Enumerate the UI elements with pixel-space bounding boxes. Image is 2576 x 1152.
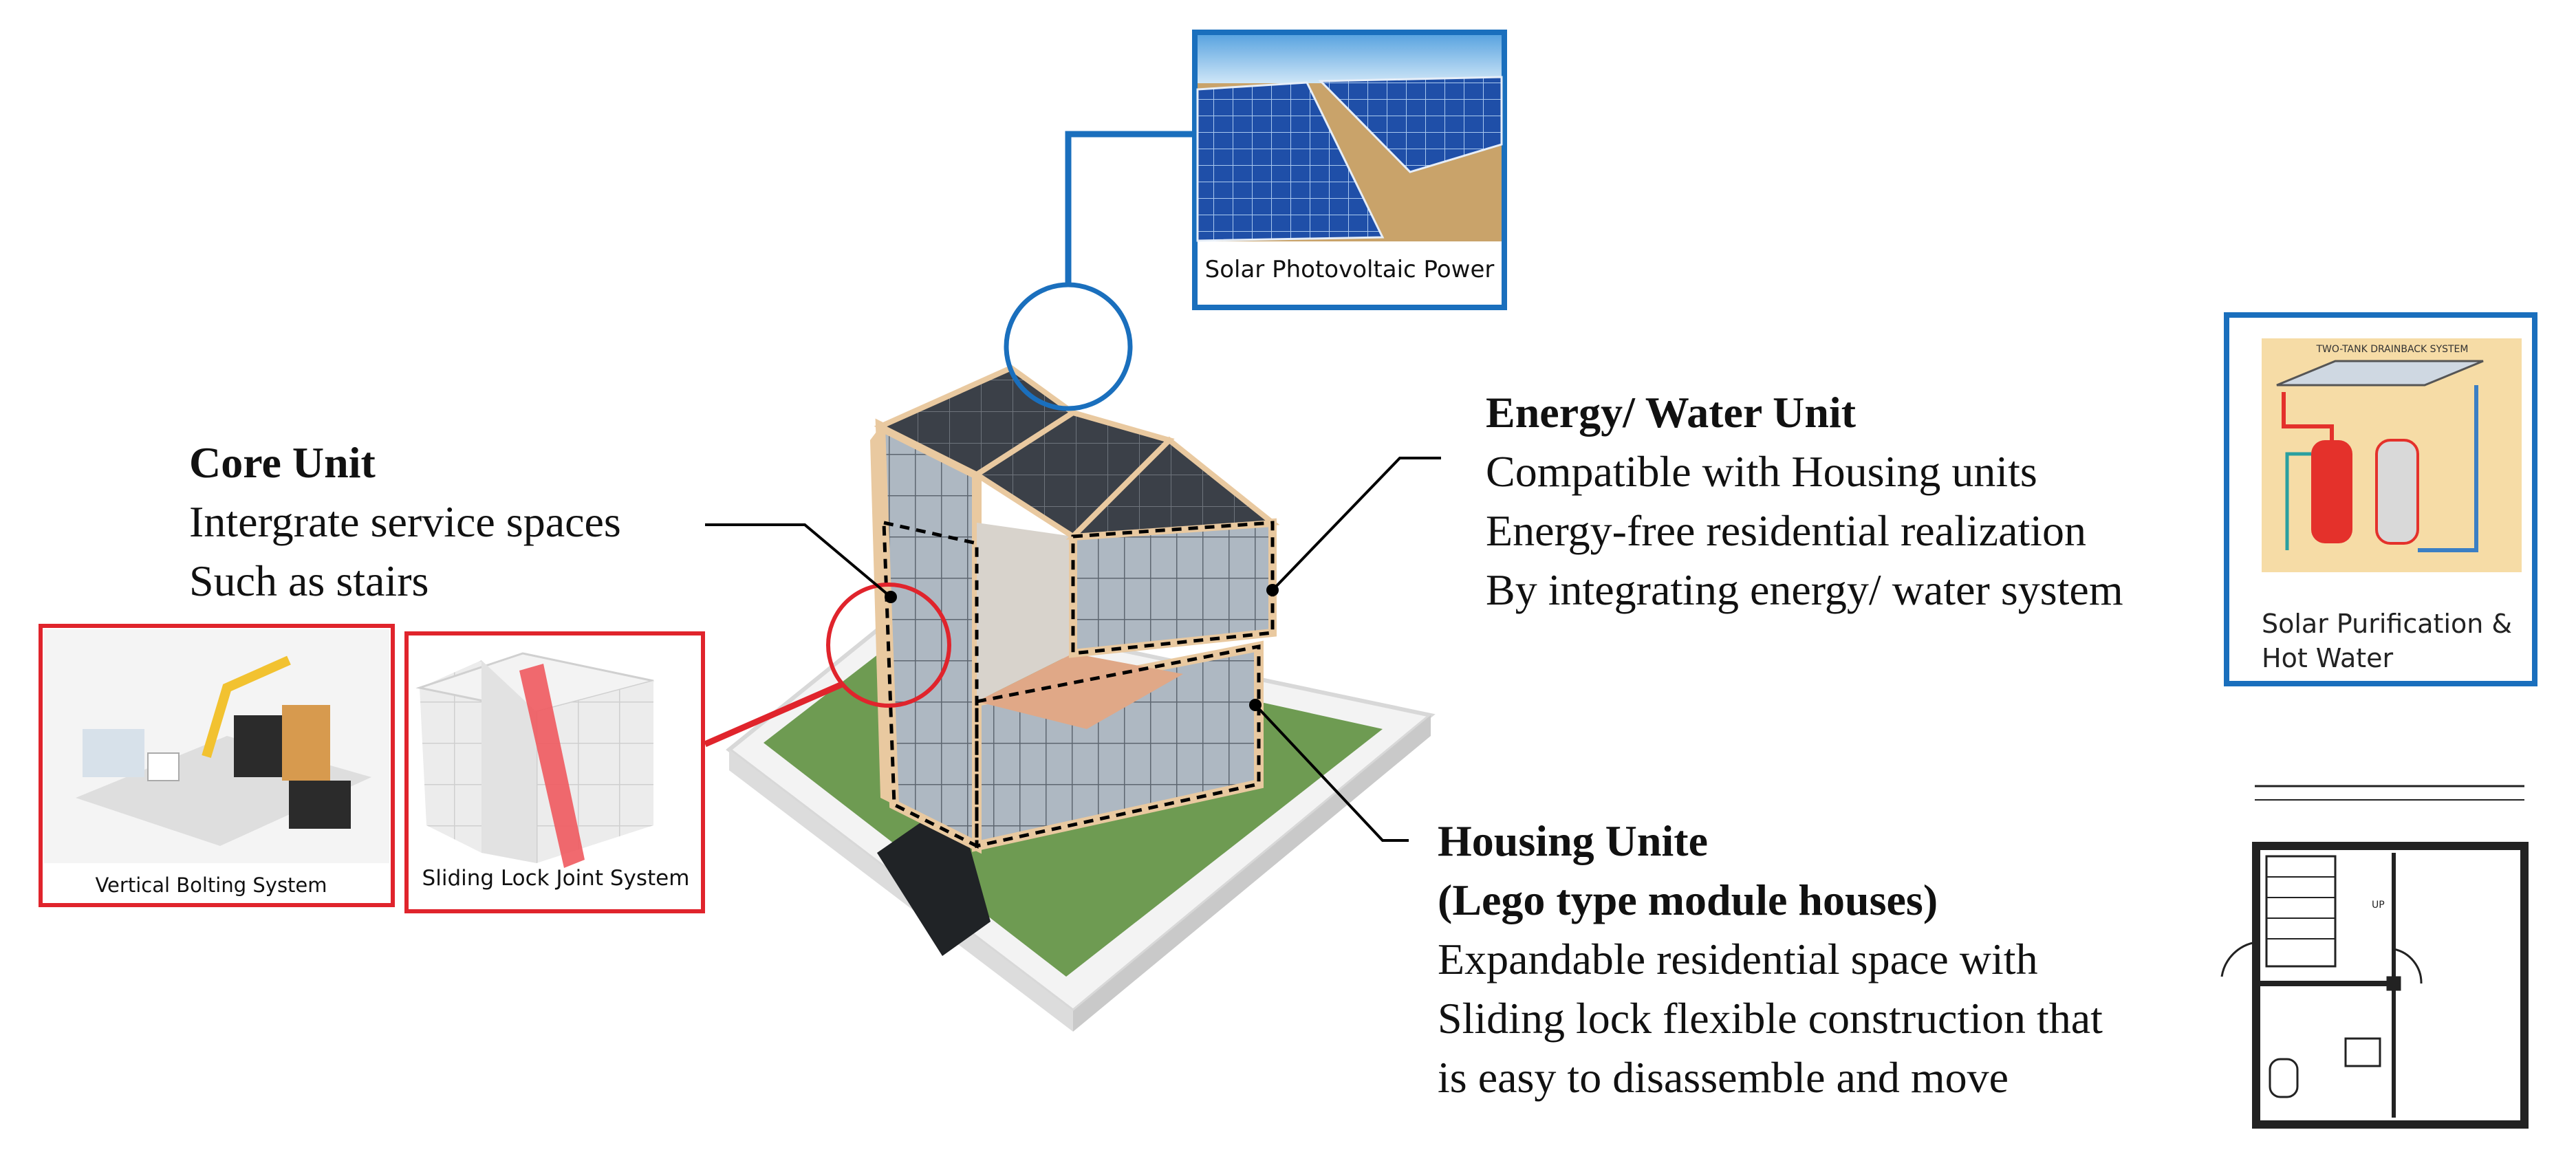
- housing-unit-subtitle: (Lego type module houses): [1438, 876, 1938, 924]
- core-unit-front: [875, 418, 982, 854]
- collector-panel: [2276, 360, 2484, 387]
- truck-box: [83, 729, 144, 777]
- vertical-bolting-caption: Vertical Bolting System: [95, 873, 327, 897]
- roof-callout-circle: [1004, 282, 1133, 411]
- cube-stack-front: [420, 660, 481, 853]
- housing-unit-line-3: is easy to disassemble and move: [1438, 1053, 2009, 1102]
- callouts: [704, 131, 1441, 842]
- module-black-1: [234, 715, 282, 777]
- housing-unit-line-2: Sliding lock flexible construction that: [1438, 994, 2103, 1043]
- truck-cab: [147, 752, 180, 781]
- drainback-title: TWO-TANK DRAINBACK SYSTEM: [2316, 344, 2469, 355]
- energy-unit-line-3: By integrating energy/ water system: [1486, 565, 2123, 614]
- core-unit-title: Core Unit: [189, 438, 376, 487]
- housing-unit-title: Housing Unite: [1438, 816, 1708, 865]
- core-unit-leader: [705, 523, 892, 598]
- tank-left: [2311, 440, 2352, 543]
- plan-door-arc: [2220, 941, 2257, 977]
- core-unit-side: [870, 426, 894, 805]
- plan-basin: [2344, 1037, 2381, 1067]
- energy-unit-title: Energy/ Water Unit: [1486, 388, 1857, 437]
- housing-unit-leader: [1254, 704, 1409, 842]
- tank-right: [2375, 439, 2419, 545]
- core-unit-label: Core Unit Intergrate service spaces Such…: [189, 433, 621, 611]
- solar-water-caption-line1: Solar Purification &: [2262, 609, 2512, 639]
- housing-unit-outline: [975, 644, 1261, 849]
- upper-right-unit: [1069, 518, 1277, 658]
- solar-water-caption-line2: Hot Water: [2262, 643, 2394, 673]
- module-black-2: [289, 781, 351, 829]
- floor-plan: [2220, 785, 2529, 1129]
- housing-unit-leader-dot: [1249, 699, 1262, 711]
- pipe-cold: [2418, 385, 2478, 552]
- housing-unit-label: Housing Unite (Lego type module houses) …: [1438, 812, 2103, 1107]
- core-unit-line-1: Intergrate service spaces: [189, 497, 621, 546]
- energy-unit-line-1: Compatible with Housing units: [1486, 447, 2037, 496]
- energy-unit-leader: [1271, 457, 1441, 591]
- energy-unit-leader-dot: [1266, 584, 1279, 596]
- housing-unit-line-1: Expandable residential space with: [1438, 935, 2038, 983]
- joint-leader: [704, 681, 843, 748]
- pipe-hot: [2282, 392, 2334, 440]
- energy-unit-label: Energy/ Water Unit Compatible with Housi…: [1486, 383, 2123, 620]
- vertical-bolting-box: [39, 624, 395, 907]
- interior-upper: [977, 523, 1073, 702]
- plan-toilet: [2269, 1058, 2299, 1098]
- solar-pv-leader: [1065, 131, 1193, 285]
- solar-pv-sky: [1198, 35, 1502, 83]
- sliding-lock-box: [404, 631, 705, 913]
- energy-unit-line-2: Energy-free residential realization: [1486, 506, 2087, 555]
- plan-column: [2386, 976, 2401, 991]
- house-illustration: [726, 365, 1436, 1032]
- solar-panel-back: [1318, 76, 1503, 173]
- sliding-lock-caption: Sliding Lock Joint System: [422, 866, 690, 891]
- solar-water-box: [2224, 312, 2537, 686]
- cube-stack-mid: [481, 660, 537, 863]
- energy-unit-outline: [1071, 521, 1275, 655]
- site-wall-side-right: [1073, 715, 1431, 1032]
- core-unit-line-2: Such as stairs: [189, 556, 429, 605]
- plan-stairs: [2265, 855, 2337, 968]
- module-wood-1: [282, 705, 330, 781]
- crane-arm: [202, 655, 291, 759]
- solar-panel-front: [1196, 81, 1385, 242]
- red-joint-strip: [519, 664, 585, 868]
- pipe-loop: [2285, 452, 2311, 550]
- core-unit-leader-dot: [885, 591, 897, 603]
- solar-pv-caption: Solar Photovoltaic Power: [1205, 256, 1495, 283]
- plan-door-arc-2: [2393, 948, 2423, 984]
- floor-plan-up-label: UP: [2372, 900, 2385, 911]
- core-callout-circle: [826, 583, 951, 708]
- solar-pv-box: [1192, 30, 1507, 310]
